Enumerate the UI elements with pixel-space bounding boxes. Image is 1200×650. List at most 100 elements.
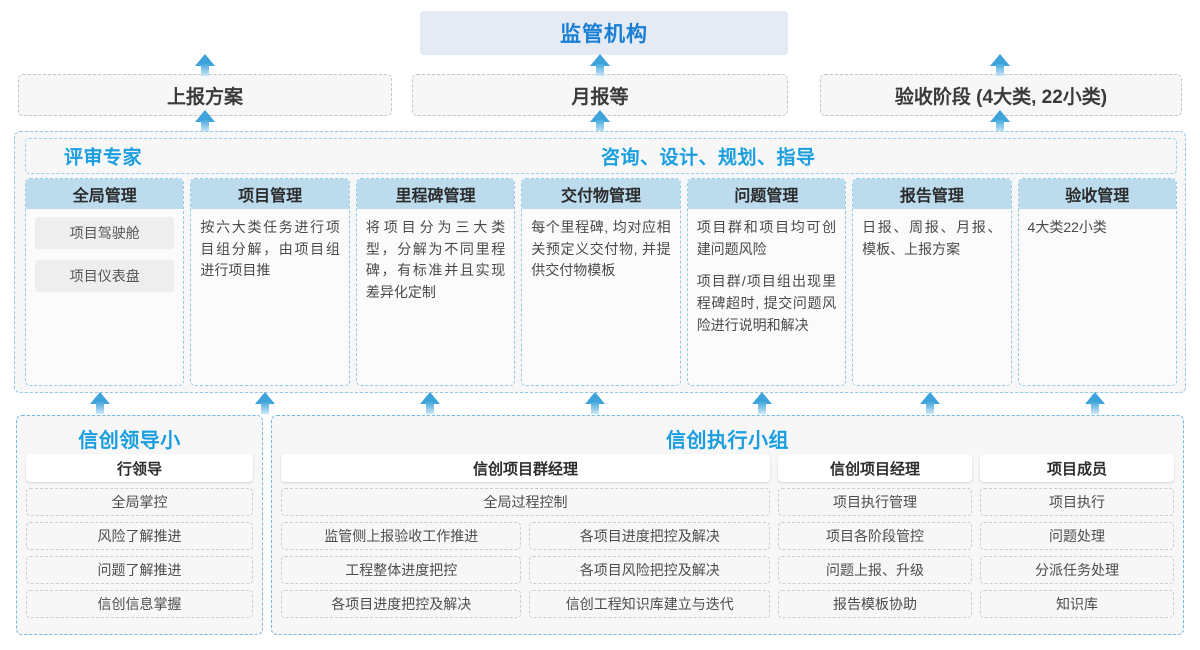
group-title-exec: 信创执行小组 bbox=[666, 430, 789, 452]
mgmt-column-body: 项目群和项目均可创建问题风险 项目群/项目组出现里程碑超时, 提交问题风险进行说… bbox=[688, 209, 845, 385]
mgmt-column-body: 日报、周报、月报、模板、上报方案 bbox=[853, 209, 1010, 385]
role-item[interactable]: 信创信息掌握 bbox=[26, 590, 253, 618]
arrow-stem bbox=[1091, 402, 1099, 414]
bottom-row: 信创领导小组 行领导 全局掌控 风险了解推进 问题了解推进 信创信息掌握 信创执… bbox=[0, 415, 1200, 637]
role-item[interactable]: 项目执行管理 bbox=[777, 488, 972, 516]
mgmt-column-global[interactable]: 全局管理 项目驾驶舱 项目仪表盘 bbox=[25, 178, 185, 386]
mgmt-paragraph: 项目群/项目组出现里程碑超时, 提交问题风险进行说明和解决 bbox=[696, 273, 837, 333]
arrow-stem bbox=[96, 402, 104, 414]
mgmt-column-title: 项目管理 bbox=[191, 179, 349, 209]
role-head: 行领导 bbox=[26, 454, 253, 482]
role-row: 各项目进度把控及解决 信创工程知识库建立与迭代 bbox=[281, 590, 770, 618]
role-item[interactable]: 问题上报、升级 bbox=[777, 556, 972, 584]
arrow-head-icon bbox=[752, 392, 772, 404]
role-row: 项目执行 bbox=[979, 488, 1175, 516]
role-items: 全局过程控制 监管侧上报验收工作推进 各项目进度把控及解决 工程整体进度把控 各… bbox=[281, 488, 770, 625]
arrow-up-advisory-to-acceptance bbox=[990, 110, 1010, 132]
arrow-head-icon bbox=[590, 54, 610, 66]
role-row: 项目各阶段管控 bbox=[777, 522, 972, 550]
mgmt-paragraph: 项目群和项目均可创建问题风险 bbox=[696, 219, 837, 257]
mgmt-paragraph: 按六大类任务进行项目组分解，由项目组进行项目推 bbox=[200, 219, 340, 279]
role-item[interactable]: 监管侧上报验收工作推进 bbox=[281, 522, 522, 550]
role-item[interactable]: 问题了解推进 bbox=[26, 556, 253, 584]
mgmt-column-project[interactable]: 项目管理 按六大类任务进行项目组分解，由项目组进行项目推 bbox=[190, 178, 350, 386]
mgmt-column-report[interactable]: 报告管理 日报、周报、月报、模板、上报方案 bbox=[852, 178, 1012, 386]
mgmt-column-title: 交付物管理 bbox=[522, 179, 680, 209]
role-item[interactable]: 项目各阶段管控 bbox=[777, 522, 972, 550]
role-row: 风险了解推进 bbox=[26, 522, 253, 550]
mgmt-paragraph: 每个里程碑, 均对应相关预定义交付物, 并提供交付物模板 bbox=[531, 219, 671, 279]
regulator-box: 监管机构 bbox=[420, 11, 788, 55]
mgmt-paragraph: 4大类22小类 bbox=[1027, 219, 1107, 235]
role-item[interactable]: 各项目进度把控及解决 bbox=[529, 522, 770, 550]
arrow-head-icon bbox=[585, 392, 605, 404]
role-item[interactable]: 信创工程知识库建立与迭代 bbox=[529, 590, 770, 618]
mgmt-column-issue[interactable]: 问题管理 项目群和项目均可创建问题风险 项目群/项目组出现里程碑超时, 提交问题… bbox=[686, 178, 847, 386]
mgmt-column-acceptance[interactable]: 验收管理 4大类22小类 bbox=[1017, 178, 1177, 386]
role-project-manager[interactable]: 信创项目经理 项目执行管理 项目各阶段管控 问题上报、升级 报告模板协助 bbox=[777, 454, 972, 625]
mgmt-column-title: 报告管理 bbox=[853, 179, 1011, 209]
role-item[interactable]: 问题处理 bbox=[979, 522, 1175, 550]
arrow-stem bbox=[758, 402, 766, 414]
arrow-head-icon bbox=[90, 392, 110, 404]
mgmt-column-body: 每个里程碑, 均对应相关预定义交付物, 并提供交付物模板 bbox=[522, 209, 679, 385]
arrow-up-to-report bbox=[920, 392, 940, 414]
arrow-stem bbox=[996, 120, 1004, 132]
role-row: 信创信息掌握 bbox=[26, 590, 253, 618]
group-leading: 信创领导小组 行领导 全局掌控 风险了解推进 问题了解推进 信创信息掌握 bbox=[16, 415, 263, 635]
role-row: 工程整体进度把控 各项目风险把控及解决 bbox=[281, 556, 770, 584]
role-row: 项目执行管理 bbox=[777, 488, 972, 516]
mgmt-paragraph: 日报、周报、月报、模板、上报方案 bbox=[862, 219, 1002, 257]
mgmt-column-body: 将项目分为三大类型，分解为不同里程碑，有标准并且实现差异化定制 bbox=[357, 209, 514, 385]
role-row: 报告模板协助 bbox=[777, 590, 972, 618]
roles-leading: 行领导 全局掌控 风险了解推进 问题了解推进 信创信息掌握 bbox=[26, 454, 253, 625]
role-project-member[interactable]: 项目成员 项目执行 问题处理 分派任务处理 知识库 bbox=[979, 454, 1175, 625]
role-item[interactable]: 各项目风险把控及解决 bbox=[529, 556, 770, 584]
arrow-stem bbox=[261, 402, 269, 414]
mgmt-column-milestone[interactable]: 里程碑管理 将项目分为三大类型，分解为不同里程碑，有标准并且实现差异化定制 bbox=[355, 178, 516, 386]
role-items: 全局掌控 风险了解推进 问题了解推进 信创信息掌握 bbox=[26, 488, 253, 625]
role-item[interactable]: 全局过程控制 bbox=[281, 488, 770, 516]
advisory-header: 评审专家 咨询、设计、规划、指导 bbox=[25, 138, 1177, 174]
role-items: 项目执行管理 项目各阶段管控 问题上报、升级 报告模板协助 bbox=[777, 488, 972, 625]
arrow-up-to-milestone bbox=[420, 392, 440, 414]
arrow-stem bbox=[591, 402, 599, 414]
role-item[interactable]: 风险了解推进 bbox=[26, 522, 253, 550]
role-item[interactable]: 项目执行 bbox=[979, 488, 1175, 516]
management-columns: 全局管理 项目驾驶舱 项目仪表盘 项目管理 按六大类任务进行项目组分解，由项目组… bbox=[25, 178, 1177, 386]
report-box-plan: 上报方案 bbox=[18, 74, 392, 116]
mgmt-pill[interactable]: 项目仪表盘 bbox=[35, 260, 175, 292]
mgmt-column-title: 里程碑管理 bbox=[356, 179, 515, 209]
report-row: 上报方案 月报等 验收阶段 (4大类, 22小类) bbox=[0, 74, 1200, 116]
role-program-manager[interactable]: 信创项目群经理 全局过程控制 监管侧上报验收工作推进 各项目进度把控及解决 工程… bbox=[281, 454, 770, 625]
arrow-up-acceptance-to-regulator bbox=[990, 54, 1010, 76]
mgmt-pill[interactable]: 项目驾驶舱 bbox=[35, 217, 175, 249]
group-exec: 信创执行小组 信创项目群经理 全局过程控制 监管侧上报验收工作推进 各项目进度把… bbox=[271, 415, 1184, 635]
arrow-up-to-global bbox=[90, 392, 110, 414]
role-row: 问题上报、升级 bbox=[777, 556, 972, 584]
role-item[interactable]: 知识库 bbox=[979, 590, 1175, 618]
role-head: 项目成员 bbox=[979, 454, 1175, 482]
arrow-stem bbox=[426, 402, 434, 414]
arrow-stem bbox=[596, 64, 604, 76]
mgmt-column-deliverable[interactable]: 交付物管理 每个里程碑, 均对应相关预定义交付物, 并提供交付物模板 bbox=[521, 178, 681, 386]
role-item[interactable]: 分派任务处理 bbox=[979, 556, 1175, 584]
arrow-head-icon bbox=[255, 392, 275, 404]
mgmt-column-title: 验收管理 bbox=[1018, 179, 1176, 209]
arrow-stem bbox=[201, 120, 209, 132]
role-item[interactable]: 报告模板协助 bbox=[777, 590, 972, 618]
mgmt-paragraph: 将项目分为三大类型，分解为不同里程碑，有标准并且实现差异化定制 bbox=[365, 219, 506, 301]
advisory-label-experts: 评审专家 bbox=[64, 147, 143, 169]
role-items: 项目执行 问题处理 分派任务处理 知识库 bbox=[979, 488, 1175, 625]
role-item[interactable]: 各项目进度把控及解决 bbox=[281, 590, 522, 618]
role-item[interactable]: 工程整体进度把控 bbox=[281, 556, 522, 584]
arrow-stem bbox=[201, 64, 209, 76]
role-row: 问题处理 bbox=[979, 522, 1175, 550]
role-row: 全局过程控制 bbox=[281, 488, 770, 516]
arrow-up-to-deliverable bbox=[585, 392, 605, 414]
advisory-label-services: 咨询、设计、规划、指导 bbox=[601, 147, 816, 169]
role-item[interactable]: 全局掌控 bbox=[26, 488, 253, 516]
role-bank-leader[interactable]: 行领导 全局掌控 风险了解推进 问题了解推进 信创信息掌握 bbox=[26, 454, 253, 625]
roles-exec: 信创项目群经理 全局过程控制 监管侧上报验收工作推进 各项目进度把控及解决 工程… bbox=[281, 454, 1175, 625]
